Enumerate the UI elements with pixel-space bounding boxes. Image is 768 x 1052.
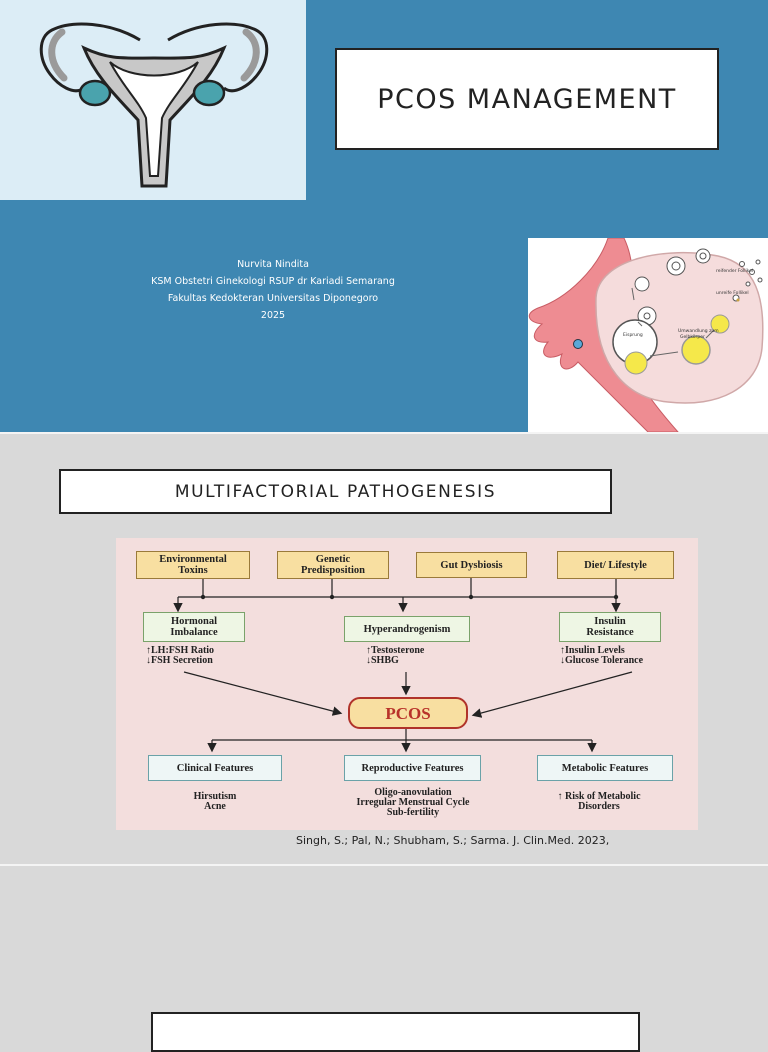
hormonal-note-2: ↓FSH Secretion	[146, 655, 213, 666]
hyperandrogenism-note-2: ↓SHBG	[366, 655, 399, 666]
reifender-follikel-label: reifender Follikel	[716, 268, 753, 274]
insulin-line2: Resistance	[586, 627, 634, 638]
reproductive-notes: Oligo-anovulation Irregular Menstrual Cy…	[332, 788, 494, 818]
author-block: Nurvita Nindita KSM Obstetri Ginekologi …	[110, 256, 436, 324]
hyperandrogenism-label: Hyperandrogenism	[363, 623, 451, 635]
title-slide: PCOS MANAGEMENT Nurvita Nindita KSM Obst…	[0, 0, 768, 432]
metabolic-features-label: Metabolic Features	[561, 762, 649, 774]
eisprung-label: Eisprung	[623, 332, 643, 338]
pcos-center-node: PCOS	[348, 697, 468, 729]
metabolic-note-2: Disorders	[578, 801, 620, 812]
cause-gut-label: Gut Dysbiosis	[440, 559, 503, 571]
section-title: MULTIFACTORIAL PATHOGENESIS	[174, 481, 497, 502]
diagram-connectors	[173, 578, 633, 753]
reproductive-features-box: Reproductive Features	[344, 755, 481, 781]
insulin-note-2: ↓Glucose Tolerance	[560, 655, 644, 666]
clinical-notes: Hirsutism Acne	[148, 792, 282, 812]
title-box: PCOS MANAGEMENT	[335, 48, 719, 150]
hormonal-line1: Hormonal	[170, 616, 218, 627]
cause-diet-label: Diet/ Lifestyle	[584, 559, 647, 571]
pathogenesis-slide: MULTIFACTORIAL PATHOGENESIS	[0, 434, 768, 864]
author-year: 2025	[260, 310, 286, 321]
clinical-features-label: Clinical Features	[176, 762, 254, 774]
left-ovary-icon	[78, 79, 112, 107]
slide-title: PCOS MANAGEMENT	[377, 83, 677, 115]
cause-environmental-line1: Environmental	[159, 554, 227, 565]
metabolic-notes: ↑ Risk of Metabolic Disorders	[526, 792, 672, 812]
insulin-line1: Insulin	[594, 616, 626, 627]
metabolic-features-box: Metabolic Features	[537, 755, 673, 781]
slide-divider	[0, 864, 768, 866]
reproductive-note-1: Oligo-anovulation	[374, 787, 452, 798]
metabolic-note-1: ↑ Risk of Metabolic	[557, 791, 641, 802]
uterus-illustration	[0, 0, 306, 200]
hyperandrogenism-notes: ↑Testosterone ↓SHBG	[366, 646, 424, 666]
hormonal-note-1: ↑LH:FSH Ratio	[146, 645, 215, 656]
citation: Singh, S.; Pal, N.; Shubham, S.; Sarma. …	[296, 834, 610, 847]
reproductive-note-2: Irregular Menstrual Cycle	[356, 797, 470, 808]
insulin-notes: ↑Insulin Levels ↓Glucose Tolerance	[560, 646, 643, 666]
clinical-note-2: Acne	[204, 801, 226, 812]
reproductive-features-label: Reproductive Features	[361, 762, 464, 774]
reproductive-note-3: Sub-fertility	[386, 807, 440, 818]
clinical-features-box: Clinical Features	[148, 755, 282, 781]
section-title-box: MULTIFACTORIAL PATHOGENESIS	[59, 469, 612, 514]
cause-environmental-line2: Toxins	[178, 565, 208, 576]
hormonal-line2: Imbalance	[170, 627, 218, 638]
ovary-cycle-illustration: reifender Follikel unreife Follikel Eisp…	[528, 237, 768, 432]
author-department: KSM Obstetri Ginekologi RSUP dr Kariadi …	[151, 276, 395, 287]
cause-genetic-line2: Predisposition	[301, 565, 365, 576]
hyperandrogenism-note-1: ↑Testosterone	[366, 645, 425, 656]
next-slide	[0, 866, 768, 1052]
cause-genetic-line1: Genetic	[315, 554, 351, 565]
hormonal-notes: ↑LH:FSH Ratio ↓FSH Secretion	[146, 646, 214, 666]
unreife-follikel-label: unreife Follikel	[716, 290, 749, 296]
gelbkoerper-label: Gelbkörper	[680, 334, 705, 340]
clinical-note-1: Hirsutism	[193, 791, 237, 802]
hyperandrogenism-box: Hyperandrogenism	[344, 616, 470, 642]
right-ovary-icon	[192, 79, 226, 107]
author-name: Nurvita Nindita	[237, 259, 309, 270]
cause-diet-lifestyle: Diet/ Lifestyle	[557, 551, 674, 579]
cause-gut-dysbiosis: Gut Dysbiosis	[416, 552, 527, 578]
umwandlung-label: Umwandlung zum	[678, 328, 719, 334]
author-faculty: Fakultas Kedokteran Universitas Diponego…	[167, 293, 379, 304]
slide-divider	[0, 432, 768, 434]
pcos-label: PCOS	[385, 703, 431, 723]
insulin-note-1: ↑Insulin Levels	[560, 645, 625, 656]
next-slide-title-box	[151, 1012, 640, 1052]
